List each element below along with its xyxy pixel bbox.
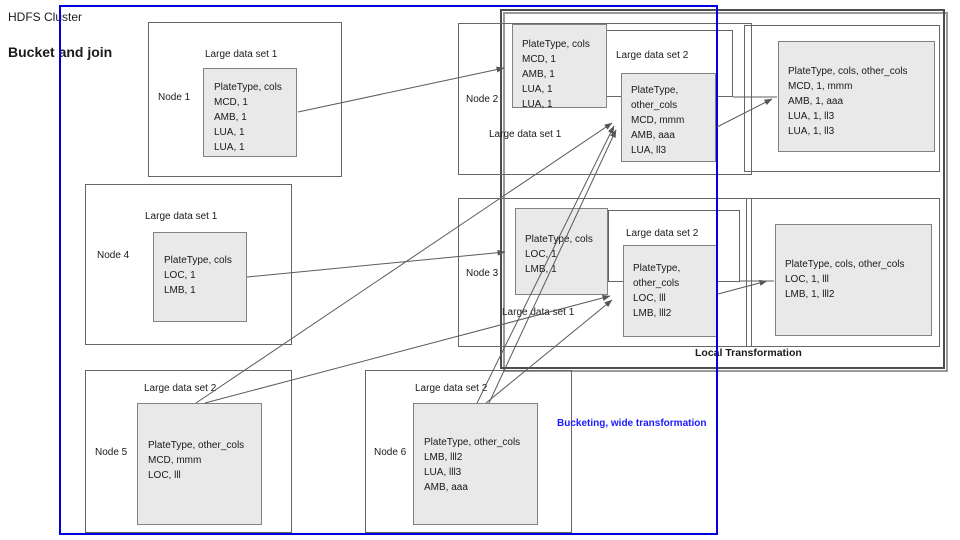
node2-set2-block: PlateType, other_cols MCD, mmm AMB, aaa … — [621, 73, 716, 162]
node5-data-block: PlateType, other_cols MCD, mmm LOC, lll — [137, 403, 262, 525]
node1-dataset-label: Large data set 1 — [205, 49, 278, 60]
data-row: PlateType, other_cols — [148, 440, 245, 451]
result1-container-box — [744, 25, 940, 172]
data-row: LOC, lll — [148, 470, 181, 481]
result1-data-block: PlateType, cols, other_cols MCD, 1, mmm … — [778, 41, 935, 152]
local-transformation-label: Local Transformation — [695, 347, 802, 359]
node6-label: Node 6 — [374, 447, 407, 458]
data-row: PlateType, — [633, 263, 681, 274]
result2-data-block: PlateType, cols, other_cols LOC, 1, lll … — [775, 224, 932, 336]
data-row: MCD, mmm — [631, 115, 685, 126]
data-row: other_cols — [631, 100, 678, 111]
data-row: MCD, 1 — [522, 54, 556, 65]
data-row: AMB, aaa — [424, 482, 468, 493]
data-row: PlateType, cols — [522, 39, 590, 50]
data-row: MCD, 1 — [214, 97, 248, 108]
data-row: LUA, ll3 — [631, 145, 667, 156]
node6-data-block: PlateType, other_cols LMB, lll2 LUA, lll… — [413, 403, 538, 525]
node4-label: Node 4 — [97, 250, 130, 261]
data-row: PlateType, cols, other_cols — [788, 66, 908, 77]
node5-box — [85, 370, 292, 533]
node5-dataset-label: Large data set 2 — [144, 383, 217, 394]
data-row: LMB, lll2 — [633, 308, 672, 319]
data-row: LUA, 1, ll3 — [788, 126, 835, 137]
bucketing-boundary-box — [59, 5, 718, 535]
data-row: AMB, 1 — [214, 112, 247, 123]
data-row: other_cols — [633, 278, 680, 289]
data-row: LUA, lll3 — [424, 467, 462, 478]
data-row: PlateType, other_cols — [424, 437, 521, 448]
page-title: HDFS Cluster — [8, 10, 83, 24]
node2-dataset2-label: Large data set 2 — [616, 50, 689, 61]
data-row: AMB, 1 — [522, 69, 555, 80]
data-row: MCD, 1, mmm — [788, 81, 853, 92]
data-row: PlateType, cols — [214, 82, 282, 93]
node2-set1-block: PlateType, cols MCD, 1 AMB, 1 LUA, 1 LUA… — [512, 24, 607, 110]
node1-label: Node 1 — [158, 92, 191, 103]
result2-container-box — [746, 198, 940, 347]
data-row: LOC, lll — [633, 293, 666, 304]
data-row: MCD, mmm — [148, 455, 202, 466]
node3-set2-block: PlateType, other_cols LOC, lll LMB, lll2 — [623, 245, 718, 337]
node3-dataset2-label: Large data set 2 — [626, 228, 699, 239]
data-row: LMB, 1 — [164, 285, 196, 296]
data-row: LUA, 1 — [522, 84, 553, 95]
data-row: LUA, 1 — [522, 99, 553, 110]
data-row: AMB, 1, aaa — [788, 96, 844, 107]
data-row: PlateType, — [631, 85, 679, 96]
data-row: PlateType, cols, other_cols — [785, 259, 905, 270]
data-row: LUA, 1, ll3 — [788, 111, 835, 122]
bucketing-wide-transformation-label: Bucketing, wide transformation — [557, 418, 707, 429]
data-row: AMB, aaa — [631, 130, 675, 141]
data-row: LOC, 1, lll — [785, 274, 829, 285]
node5-label: Node 5 — [95, 447, 128, 458]
data-row: LOC, 1 — [164, 270, 196, 281]
data-row: LMB, 1, lll2 — [785, 289, 835, 300]
node4-dataset-label: Large data set 1 — [145, 211, 218, 222]
data-row: LMB, lll2 — [424, 452, 463, 463]
